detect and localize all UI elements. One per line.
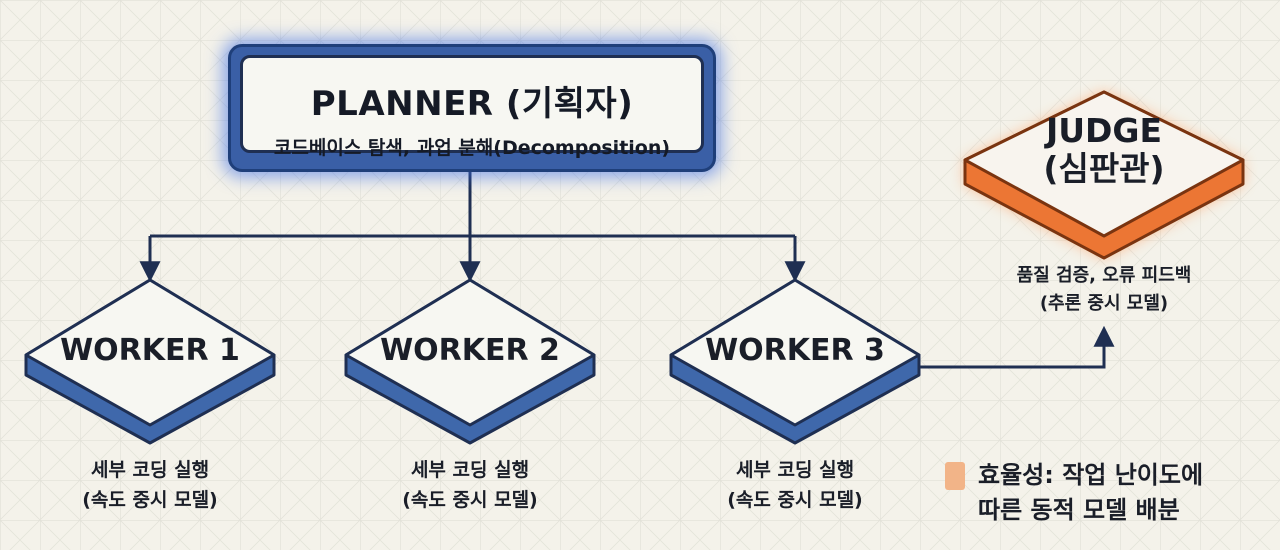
judge-title-line2: (심판관) <box>1043 149 1165 188</box>
worker-3-desc-line1: 세부 코딩 실행 <box>735 459 855 481</box>
worker-3-title: WORKER 3 <box>705 333 885 368</box>
legend-swatch <box>945 462 965 490</box>
judge-description: 품질 검증, 오류 피드백 (추론 중시 모델) <box>984 262 1224 318</box>
legend-line1: 효율성: 작업 난이도에 <box>978 461 1204 489</box>
planner-node: PLANNER (기획자) 코드베이스 탐색, 과업 분해(Decomposit… <box>228 44 716 172</box>
connectors <box>139 172 1115 369</box>
planner-title: PLANNER (기획자) <box>310 84 634 124</box>
worker-1-description: 세부 코딩 실행 (속도 중시 모델) <box>50 455 250 515</box>
worker-1-desc-line2: (속도 중시 모델) <box>82 489 218 511</box>
worker-node-3 <box>669 278 921 445</box>
worker-node-1 <box>24 278 276 445</box>
judge-desc-line1: 품질 검증, 오류 피드백 <box>1016 265 1192 286</box>
judge-node <box>963 90 1245 260</box>
worker-3-description: 세부 코딩 실행 (속도 중시 모델) <box>695 455 895 515</box>
judge-desc-line2: (추론 중시 모델) <box>1039 293 1169 314</box>
planner-subtitle: 코드베이스 탐색, 과업 분해(Decomposition) <box>273 137 671 159</box>
worker-node-2 <box>344 278 596 445</box>
planner-panel: PLANNER (기획자) 코드베이스 탐색, 과업 분해(Decomposit… <box>240 55 704 159</box>
judge-title: JUDGE (심판관) <box>1004 112 1204 188</box>
worker-2-desc-line2: (속도 중시 모델) <box>402 489 538 511</box>
worker-2-title: WORKER 2 <box>380 333 560 368</box>
legend-text: 효율성: 작업 난이도에 따른 동적 모델 배분 <box>978 458 1203 528</box>
worker-3-desc-line2: (속도 중시 모델) <box>727 489 863 511</box>
worker-1-title: WORKER 1 <box>60 333 240 368</box>
legend-line2: 따른 동적 모델 배분 <box>978 496 1180 524</box>
worker-2-description: 세부 코딩 실행 (속도 중시 모델) <box>370 455 570 515</box>
worker-2-desc-line1: 세부 코딩 실행 <box>410 459 530 481</box>
worker-1-desc-line1: 세부 코딩 실행 <box>90 459 210 481</box>
judge-title-line1: JUDGE <box>1045 111 1163 150</box>
arrow-worker3-to-judge <box>918 325 1115 369</box>
